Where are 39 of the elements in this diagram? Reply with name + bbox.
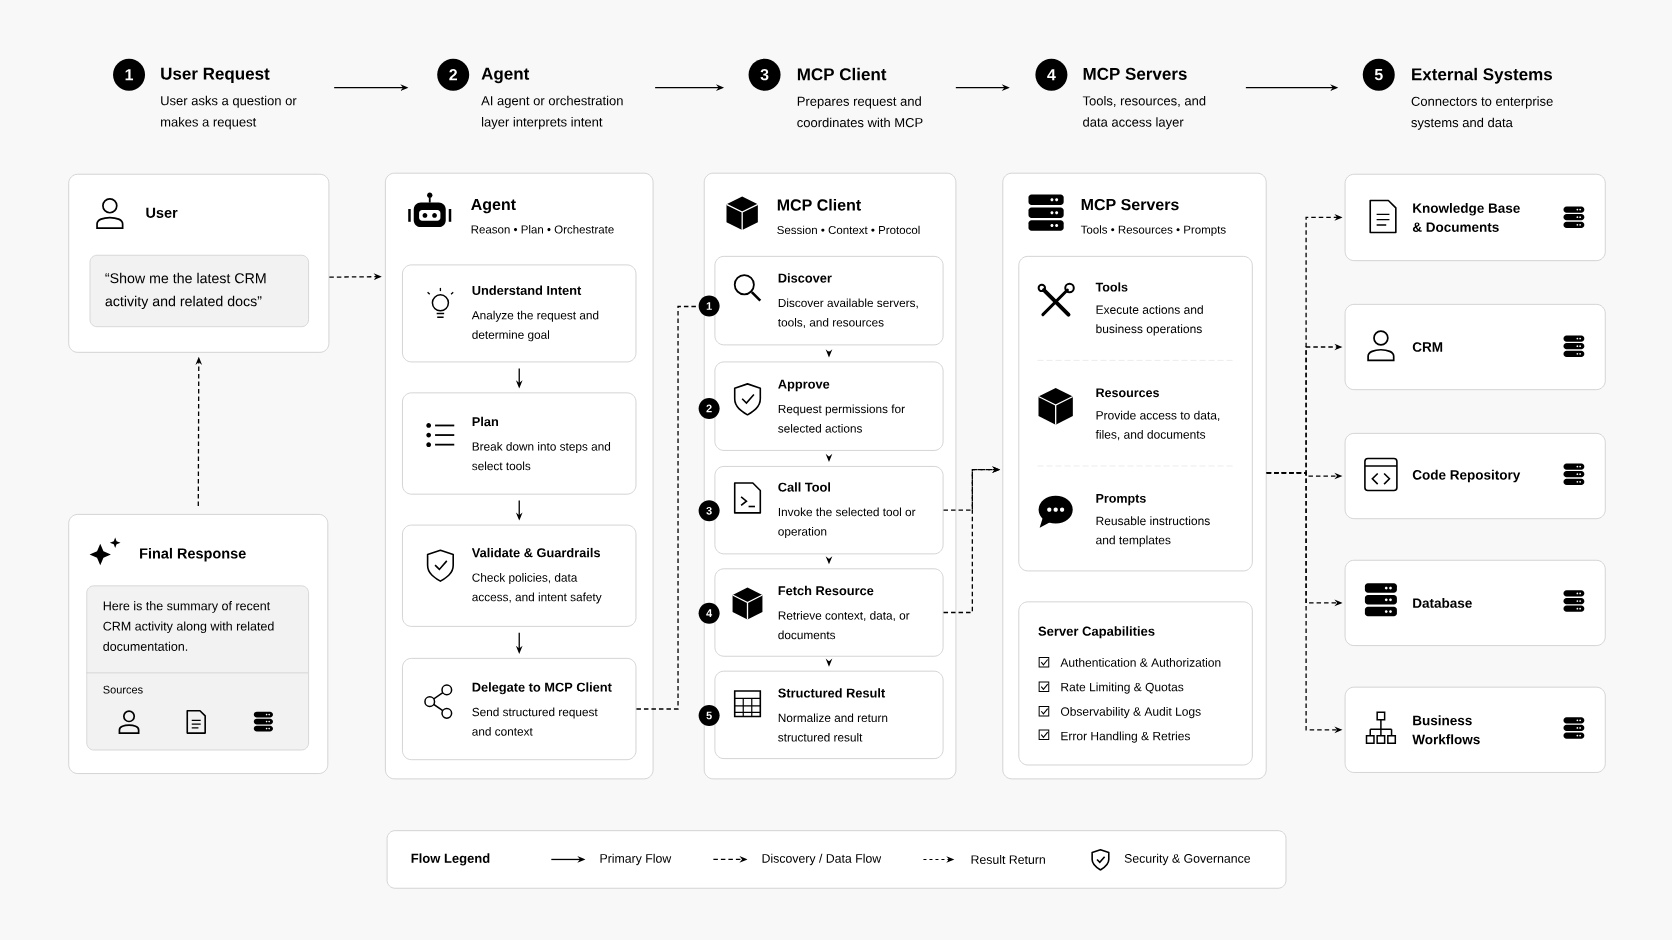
legend-label: Result Return <box>971 854 1045 864</box>
system-box: Business Workflows <box>1344 686 1606 773</box>
number-badge: 2 <box>437 58 470 91</box>
step-heading: External Systems Connectors to enterprise systems and data <box>1411 67 1553 130</box>
process-box: Fetch Resource Retrieve context, data, or documents <box>714 568 944 657</box>
response-box: Here is the summary of recent CRM activity along with related documentation. Sources <box>85 585 309 751</box>
process-box: Delegate to MCP Client Send structured request and context <box>402 657 637 760</box>
quote-box: “Show me the latest CRM activity and related docs” <box>89 254 309 327</box>
process-box: Plan Break down into steps and select tools <box>402 392 637 495</box>
legend-title: Flow Legend <box>411 853 490 866</box>
number-badge: 5 <box>698 704 720 726</box>
number-badge: 1 <box>113 58 146 91</box>
legend-label: Security & Governance <box>1124 853 1251 865</box>
process-box: Discover Discover available servers, tools, and resources <box>714 255 944 346</box>
system-box: Knowledge Base & Documents <box>1344 173 1606 261</box>
system-box: Code Repository <box>1344 432 1606 519</box>
step-heading: Agent AI agent or orchestration layer interprets intent <box>481 67 623 129</box>
process-box: Approve Request permissions for selected actions <box>714 361 944 451</box>
process-box: Understand Intent Analyze the request and determine goal <box>402 264 637 363</box>
process-box: Call Tool Invoke the selected tool or operation <box>714 465 944 555</box>
step-heading: MCP Client Prepares request and coordinates with MCP <box>797 67 923 127</box>
feature-panel: Tools Execute actions and business operations Resources Provide access to data, files, and documents Prompts Reusable instructions and templates <box>1018 255 1253 572</box>
system-box: CRM <box>1344 303 1606 390</box>
step-heading: User Request User asks a question or makes a request <box>161 67 297 129</box>
number-badge: 4 <box>1035 58 1068 91</box>
process-box: Validate & Guardrails Check policies, data access, and intent safety <box>402 524 637 627</box>
capabilities-box: Server Capabilities Authentication & Authorization Rate Limiting & Quotas Observability & Audit Logs Error Handling & Retries <box>1018 601 1253 766</box>
number-badge: 2 <box>698 397 720 419</box>
number-badge: 3 <box>698 500 720 522</box>
number-badge: 5 <box>1362 58 1395 91</box>
step-heading: MCP Servers Tools, resources, and data access layer <box>1082 67 1206 130</box>
connector-line <box>635 305 699 710</box>
process-box: Structured Result Normalize and return structured result <box>714 670 944 759</box>
number-badge: 1 <box>698 295 720 317</box>
legend-label: Primary Flow <box>600 853 672 865</box>
number-badge: 4 <box>698 602 720 624</box>
legend-label: Discovery / Data Flow <box>762 853 882 865</box>
system-box: Database <box>1344 559 1606 646</box>
number-badge: 3 <box>748 58 781 91</box>
